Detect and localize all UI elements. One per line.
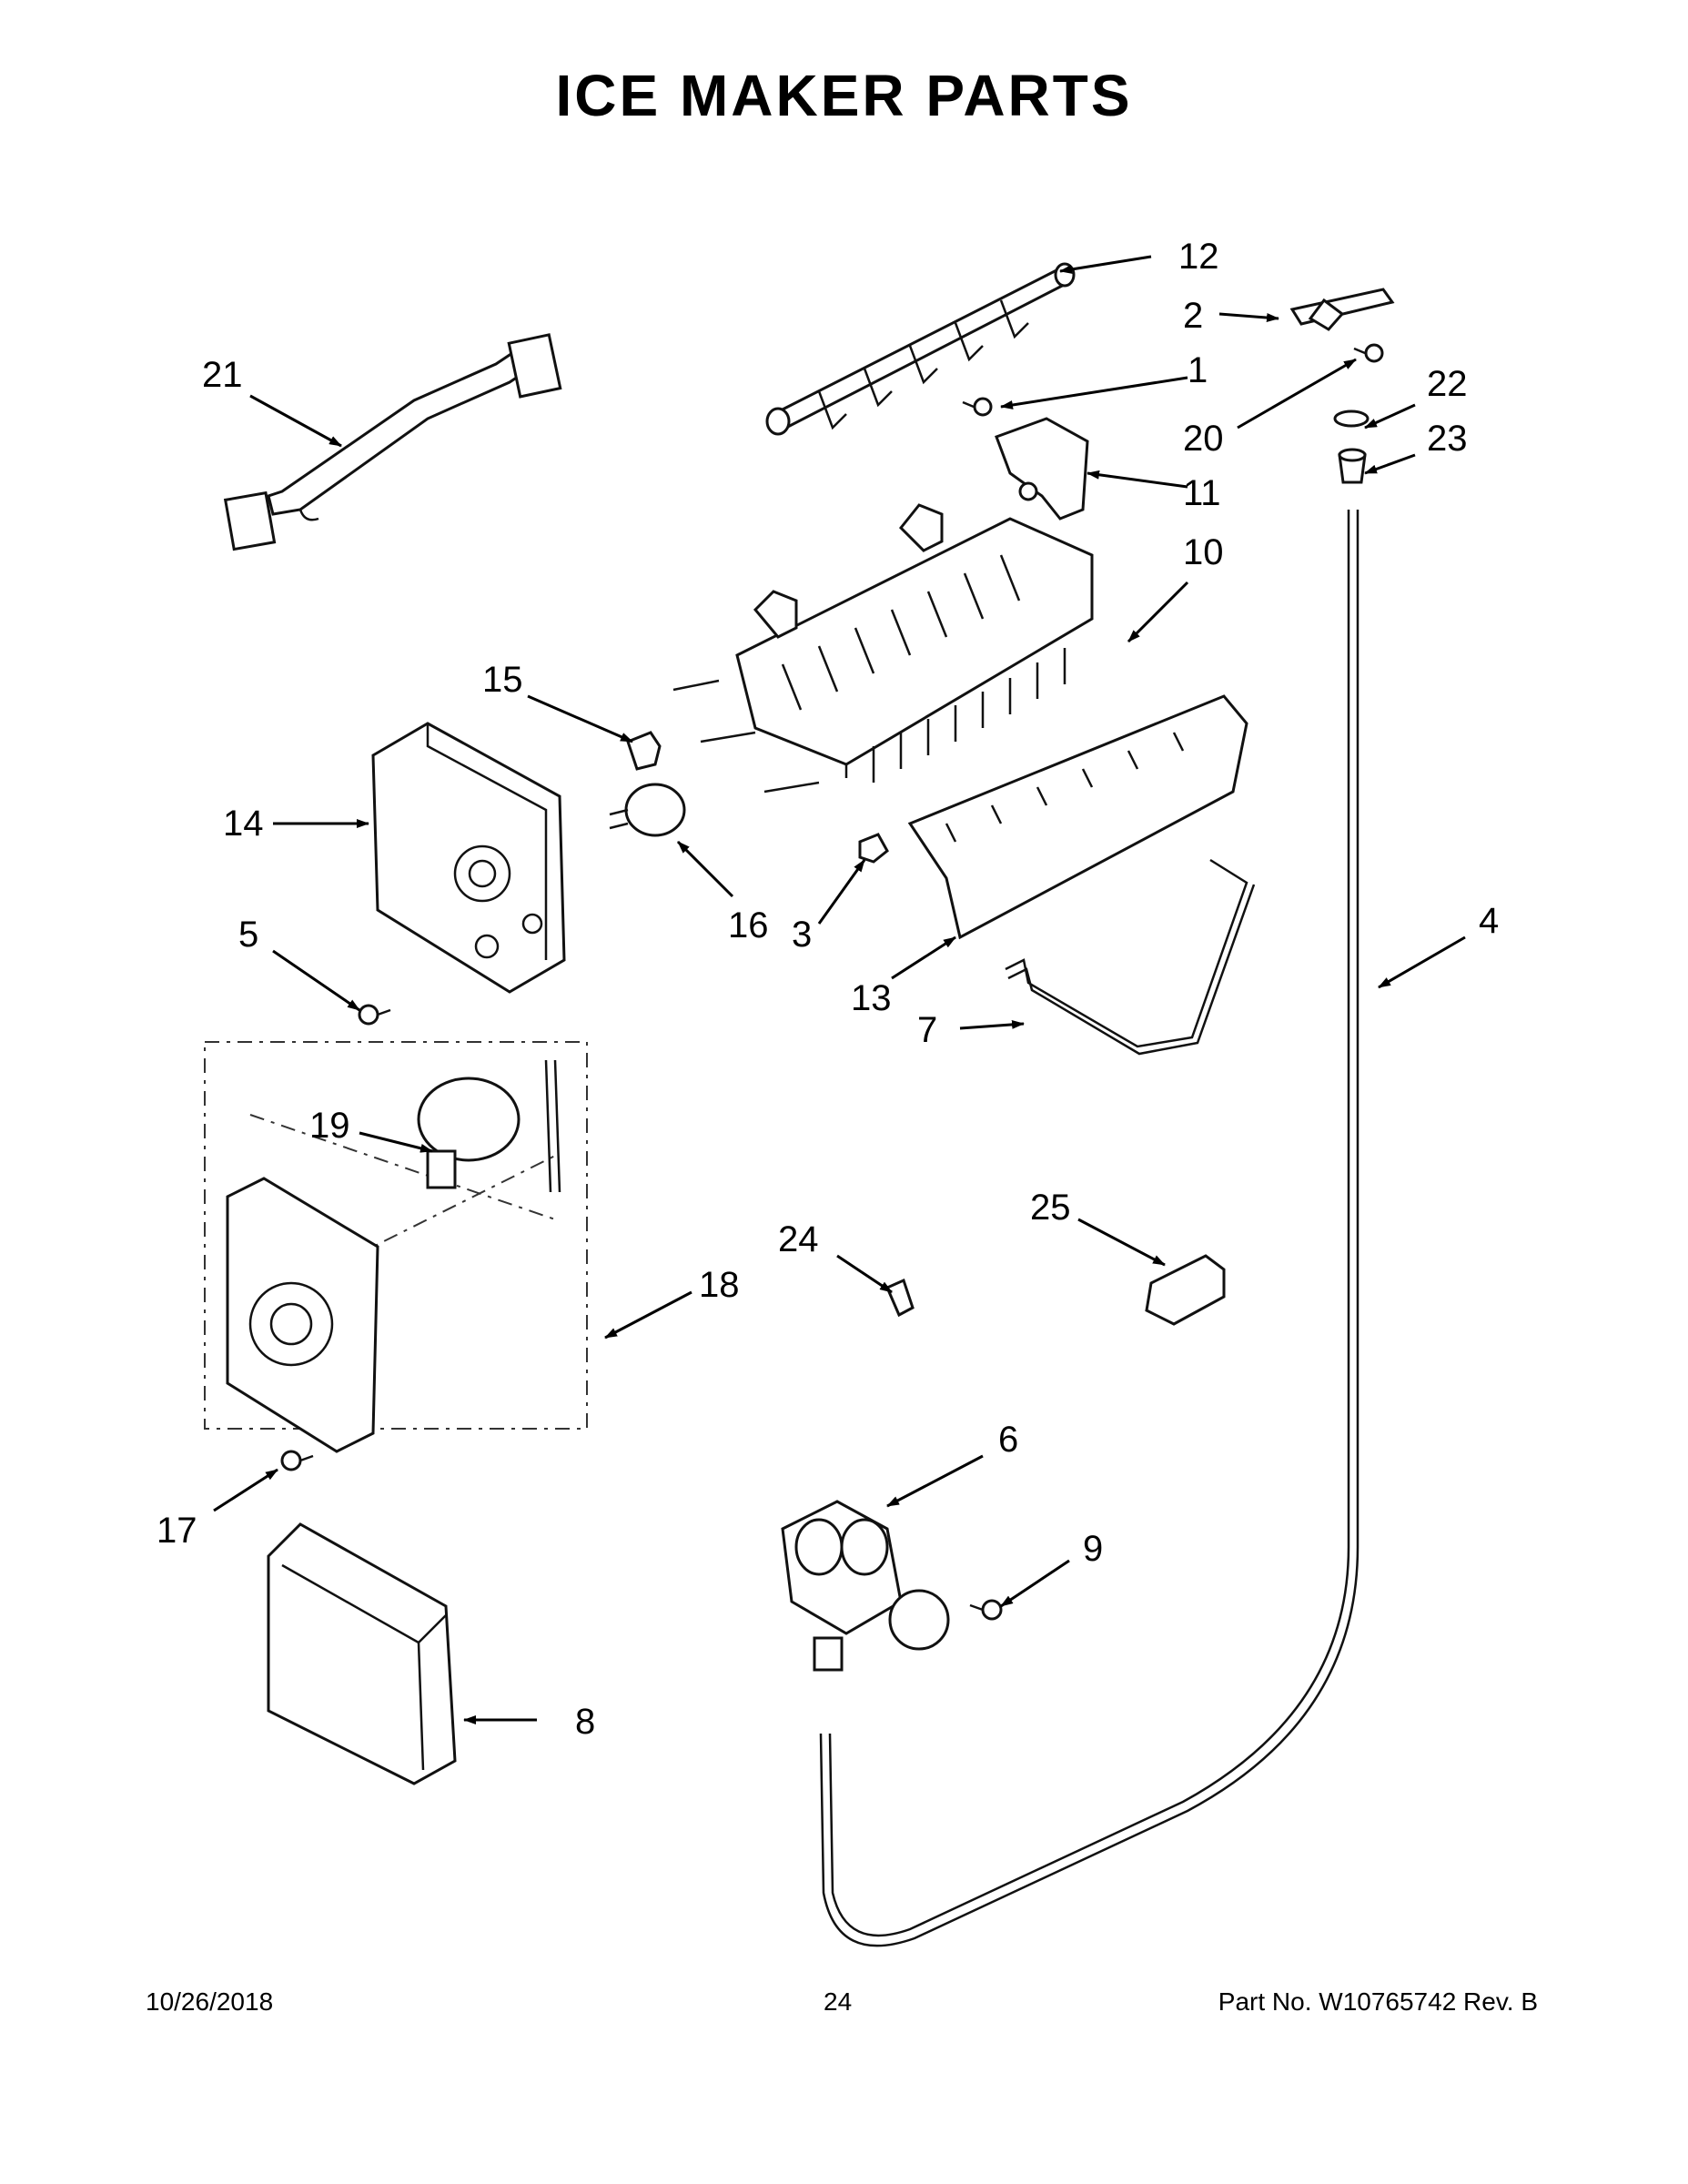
- callout-17: 17: [157, 1511, 197, 1551]
- stripper-part: [907, 694, 1248, 940]
- callout-3: 3: [792, 915, 812, 955]
- callout-15: 15: [482, 660, 523, 700]
- page-title: ICE MAKER PARTS: [555, 63, 1133, 128]
- control-housing-part: [371, 722, 566, 994]
- callout-19: 19: [309, 1106, 350, 1146]
- water-valve-part: [781, 1500, 950, 1672]
- mounting-bracket-part: [995, 417, 1089, 521]
- callout-1: 1: [1188, 350, 1208, 390]
- callout-25: 25: [1030, 1188, 1071, 1228]
- callout-23: 23: [1427, 419, 1468, 459]
- callout-24: 24: [778, 1219, 819, 1259]
- callout-5: 5: [238, 915, 258, 955]
- callout-14: 14: [223, 804, 264, 844]
- footer-page-number: 24: [824, 1987, 853, 2016]
- screw-parts: [280, 343, 1384, 1621]
- callout-leader-lines: [213, 255, 1466, 1724]
- footer-part-number: Part No. W10765742 Rev. B: [1218, 1987, 1538, 2016]
- ice-mold-part: [672, 503, 1094, 794]
- callout-6: 6: [998, 1420, 1018, 1460]
- callout-2: 2: [1183, 296, 1203, 336]
- footer-date: 10/26/2018: [146, 1987, 274, 2016]
- shutoff-arm-part: [1005, 858, 1256, 1056]
- callout-13: 13: [851, 978, 892, 1018]
- callout-10: 10: [1183, 532, 1224, 572]
- fitting-parts: [1333, 410, 1370, 484]
- callout-8: 8: [575, 1702, 595, 1742]
- drive-module-group: [204, 1041, 588, 1453]
- callout-11: 11: [1183, 473, 1221, 513]
- callout-9: 9: [1083, 1529, 1103, 1569]
- callout-12: 12: [1178, 237, 1219, 277]
- ejector-part: [765, 262, 1076, 436]
- fill-cup-part: [1289, 288, 1395, 331]
- callout-7: 7: [917, 1010, 937, 1050]
- callout-16: 16: [728, 905, 769, 945]
- insulation-pad-part: [267, 1522, 457, 1785]
- callout-20: 20: [1183, 419, 1224, 459]
- clip-and-cover-parts: [885, 1254, 1226, 1326]
- callout-18: 18: [699, 1265, 740, 1305]
- callout-labels: 12 2 1 20 22 23 11 10 21 15 14 16 3 4 5 …: [157, 237, 1499, 1742]
- callout-21: 21: [202, 355, 243, 395]
- callout-22: 22: [1427, 364, 1468, 404]
- water-tube-part: [819, 510, 1359, 1947]
- small-clip-parts: [609, 731, 889, 864]
- wire-harness-part: [223, 333, 562, 551]
- callout-4: 4: [1479, 901, 1499, 941]
